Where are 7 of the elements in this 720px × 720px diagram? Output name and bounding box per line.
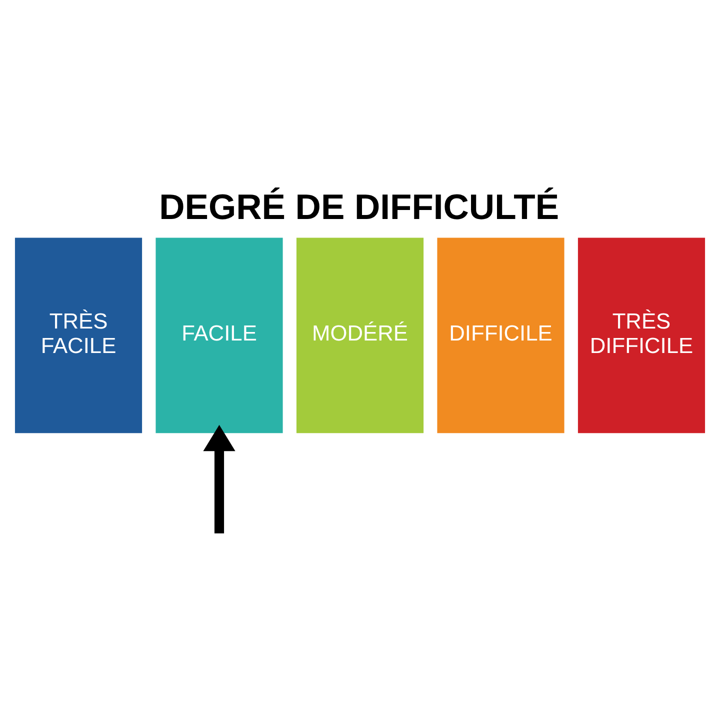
- node-box: TRÈS FACILE: [14, 236, 144, 434]
- node-box: DIFFICILE: [436, 236, 566, 434]
- node-box: MODÉRÉ: [295, 236, 425, 434]
- node-box: TRÈS DIFFICILE: [576, 236, 706, 434]
- node-box: FACILE: [154, 236, 284, 434]
- diagram-title: DEGRÉ DE DIFFICULTÉ: [159, 186, 560, 226]
- arrow: [203, 424, 236, 533]
